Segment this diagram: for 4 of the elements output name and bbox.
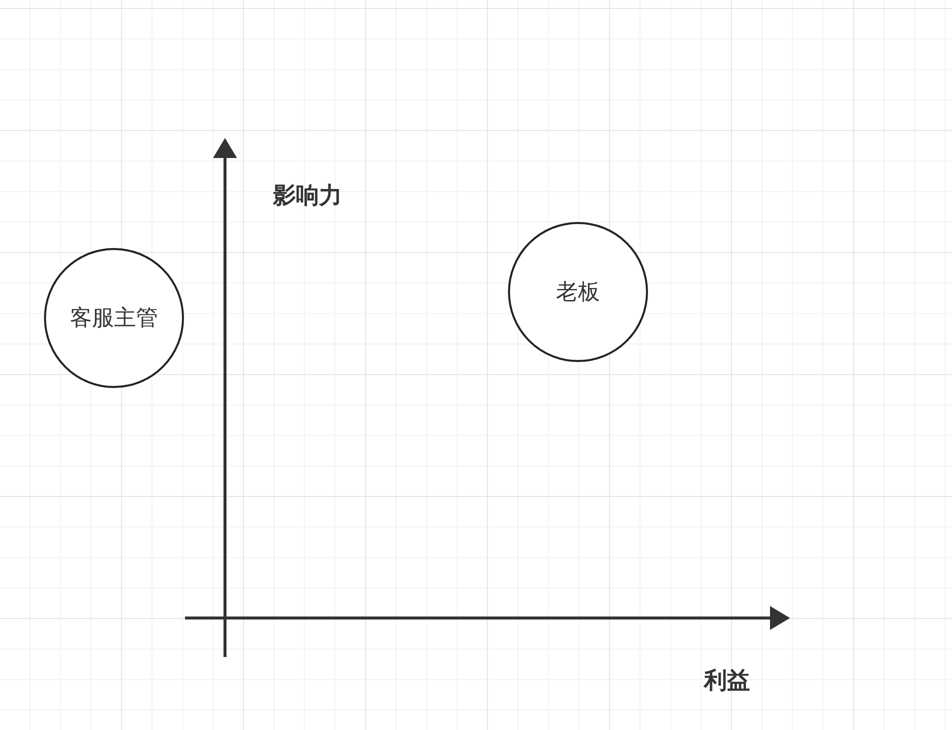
node-label: 老板 <box>556 278 600 306</box>
node-label: 客服主管 <box>70 304 158 332</box>
axis-label: 影响力 <box>273 181 342 210</box>
axis-label: 利益 <box>704 666 750 695</box>
